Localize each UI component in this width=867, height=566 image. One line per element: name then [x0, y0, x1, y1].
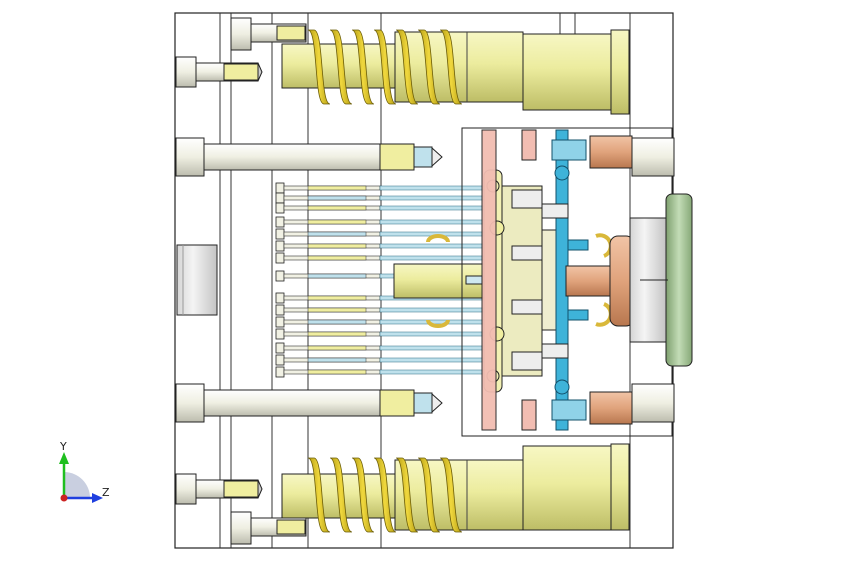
spring-coil	[417, 29, 441, 105]
ejector-pin-head	[275, 292, 285, 304]
ejector-pin-sleeve	[307, 357, 367, 363]
spring-coil	[373, 457, 397, 533]
ejector-pin-head	[275, 202, 285, 214]
ejector-pin-sleeve	[307, 345, 367, 351]
ejector-pin-head	[275, 240, 285, 252]
ejector-pin-sleeve	[307, 307, 367, 313]
coil-spring-bottom	[307, 457, 463, 533]
ejector-pin-head	[275, 354, 285, 366]
spring-coil	[351, 29, 375, 105]
pink-return-pins	[481, 129, 675, 431]
ejector-pin-sleeve	[307, 205, 367, 211]
ejector-pin-head	[275, 328, 285, 340]
hex-bolts	[511, 189, 569, 371]
ejector-pin-tip	[379, 345, 485, 351]
ejector-pin-array	[275, 182, 485, 378]
nozzle-locating-ring	[565, 193, 693, 367]
small-guide-pins-top	[175, 17, 307, 88]
ejector-pin-head	[275, 252, 285, 264]
ejector-pin-tip	[379, 331, 485, 337]
ejector-pin-head	[275, 182, 285, 194]
ejector-pin-head	[275, 192, 285, 204]
spring-coil	[373, 29, 397, 105]
y-axis-arrowhead	[59, 452, 69, 464]
ejector-pin-tip	[379, 357, 485, 363]
ejector-pin-tip	[379, 205, 485, 211]
locating-puck	[176, 244, 218, 316]
triad-graphic	[59, 452, 103, 503]
ejector-pin-sleeve	[307, 319, 367, 325]
ejector-pin-sleeve	[307, 369, 367, 375]
return-spring-assembly-bottom	[281, 443, 630, 533]
ejector-pin-head	[275, 342, 285, 354]
coil-spring-top	[307, 29, 463, 105]
ejector-pin-tip	[379, 195, 485, 201]
spring-coil	[439, 29, 463, 105]
spring-coil	[329, 457, 353, 533]
spring-coil	[351, 457, 375, 533]
ejector-pin-sleeve	[307, 255, 367, 261]
ejector-pin-sleeve	[307, 273, 367, 279]
spring-coil	[395, 29, 419, 105]
ejector-pin-sleeve	[307, 219, 367, 225]
z-axis-label: Z	[102, 486, 110, 499]
ejector-pin-tip	[379, 243, 485, 249]
guide-pin-upper	[175, 137, 443, 177]
ejector-pin-head	[275, 270, 285, 282]
origin-point	[60, 494, 68, 502]
ejector-pin-head	[275, 316, 285, 328]
ejector-pin-tip	[379, 219, 485, 225]
ejector-pin-tip	[379, 185, 485, 191]
ejector-pin-sleeve	[307, 195, 367, 201]
ejector-pin-sleeve	[307, 295, 367, 301]
small-guide-pins-bottom	[175, 473, 307, 545]
spring-coil	[329, 29, 353, 105]
spring-coil	[307, 29, 331, 105]
z-axis-arrowhead	[92, 493, 103, 503]
ejector-pin-head	[275, 366, 285, 378]
ejector-pin-tip	[379, 307, 485, 313]
ejector-pin-sleeve	[307, 185, 367, 191]
ejector-pin-head	[275, 304, 285, 316]
spring-coil	[439, 457, 463, 533]
y-axis-label: Y	[60, 440, 67, 453]
spring-coil	[395, 457, 419, 533]
return-spring-assembly-top	[281, 29, 630, 115]
spring-coil	[307, 457, 331, 533]
ejector-pin-sleeve	[307, 231, 367, 237]
ejector-pin-head	[275, 216, 285, 228]
ejector-pin-tip	[379, 255, 485, 261]
ejector-pin-sleeve	[307, 331, 367, 337]
coordinate-triad: Y Z	[40, 436, 120, 516]
ejector-pin-tip	[379, 369, 485, 375]
ejector-pin-head	[275, 228, 285, 240]
ejector-pin-sleeve	[307, 243, 367, 249]
spring-coil	[417, 457, 441, 533]
guide-pin-lower	[175, 383, 443, 423]
